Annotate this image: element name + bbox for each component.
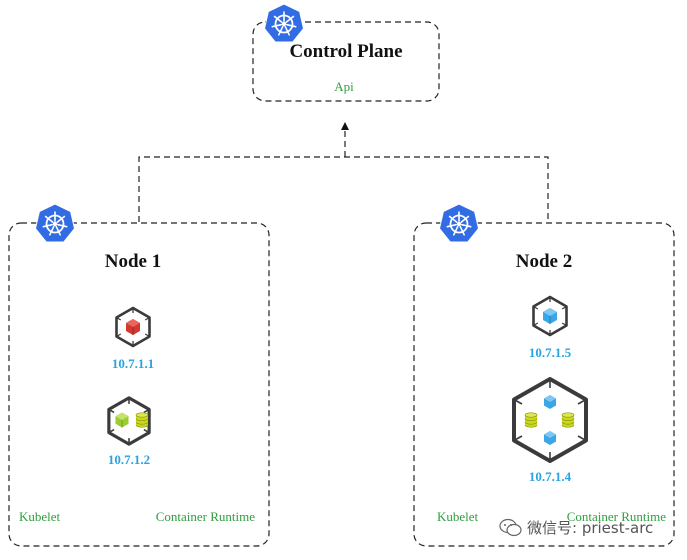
connector-lines: [138, 122, 549, 222]
pod-ip-label: 10.7.1.2: [108, 452, 150, 467]
node-connector: [138, 156, 549, 222]
api-label: Api: [334, 79, 354, 94]
pod-10-7-1-4: 10.7.1.4: [512, 377, 588, 484]
single-container-pod-icon: [115, 306, 151, 348]
pod-ip-label: 10.7.1.5: [529, 345, 572, 360]
kubernetes-icon: [34, 203, 76, 243]
control-plane-title: Control Plane: [289, 41, 402, 62]
watermark-text: 微信号: priest-arc: [527, 519, 653, 537]
node-2-box: Node 2 10.7.1.5: [413, 203, 675, 547]
kubernetes-icon: [438, 203, 480, 243]
pod-10-7-1-2: 10.7.1.2: [107, 396, 151, 467]
pod-10-7-1-5: 10.7.1.5: [529, 295, 572, 360]
multi-container-pod-icon: [512, 377, 588, 463]
container-runtime-label: Container Runtime: [156, 509, 256, 524]
pod-ip-label: 10.7.1.1: [112, 356, 154, 371]
single-container-pod-icon: [532, 295, 568, 337]
node-1-box: Node 1 10.7.1.1: [8, 203, 270, 547]
watermark: 微信号: priest-arc: [499, 518, 653, 537]
pod-ip-label: 10.7.1.4: [529, 469, 572, 484]
wechat-icon: [499, 518, 522, 537]
kubernetes-icon: [263, 3, 305, 43]
node-2-title: Node 2: [516, 251, 572, 272]
kubelet-label: Kubelet: [19, 509, 61, 524]
kubelet-label: Kubelet: [437, 509, 479, 524]
pod-with-container-and-volume-icon: [107, 396, 151, 446]
control-plane-box: Control Plane Api: [252, 3, 440, 102]
container-runtime-label: Container Runtime: [567, 509, 667, 524]
node-1-title: Node 1: [105, 251, 161, 272]
pod-10-7-1-1: 10.7.1.1: [112, 306, 154, 371]
